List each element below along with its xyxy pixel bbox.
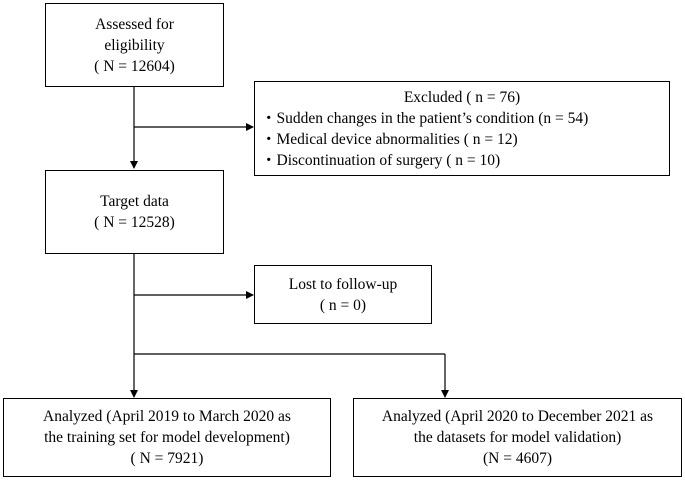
validation-line-2: the datasets for model validation) xyxy=(413,429,622,446)
assessed-box: Assessed for eligibility ( N = 12604) xyxy=(45,3,224,87)
training-box: Analyzed (April 2019 to March 2020 as th… xyxy=(3,398,331,477)
validation-line-1: Analyzed (April 2020 to December 2021 as xyxy=(381,408,654,425)
assessed-count: ( N = 12604) xyxy=(94,57,175,75)
excluded-title: Excluded ( n = 76) xyxy=(403,88,521,106)
validation-count: (N = 4607) xyxy=(482,450,552,467)
target-data-box: Target data ( N = 12528) xyxy=(45,170,224,254)
target-count: ( N = 12528) xyxy=(94,214,175,231)
excluded-item-sudden-changes: ・Sudden changes in the patient’s conditi… xyxy=(261,109,589,127)
lost-count: ( n = 0) xyxy=(319,296,367,314)
lost-title: Lost to follow-up xyxy=(288,275,398,293)
excluded-item-discontinuation: ・Discontinuation of surgery ( n = 10) xyxy=(261,151,501,169)
assessed-line-2: eligibility xyxy=(104,36,165,54)
lost-box: Lost to follow-up ( n = 0) xyxy=(254,265,432,324)
target-title: Target data xyxy=(100,193,169,210)
excluded-item-device-abnormalities: ・Medical device abnormalities ( n = 12) xyxy=(261,130,518,148)
training-line-2: the training set for model development) xyxy=(44,429,290,446)
training-line-1: Analyzed (April 2019 to March 2020 as xyxy=(43,408,291,425)
assessed-line-1: Assessed for xyxy=(95,15,174,33)
training-count: ( N = 7921) xyxy=(130,450,204,467)
excluded-box: Excluded ( n = 76) ・Sudden changes in th… xyxy=(254,81,670,176)
validation-box: Analyzed (April 2020 to December 2021 as… xyxy=(353,398,682,477)
